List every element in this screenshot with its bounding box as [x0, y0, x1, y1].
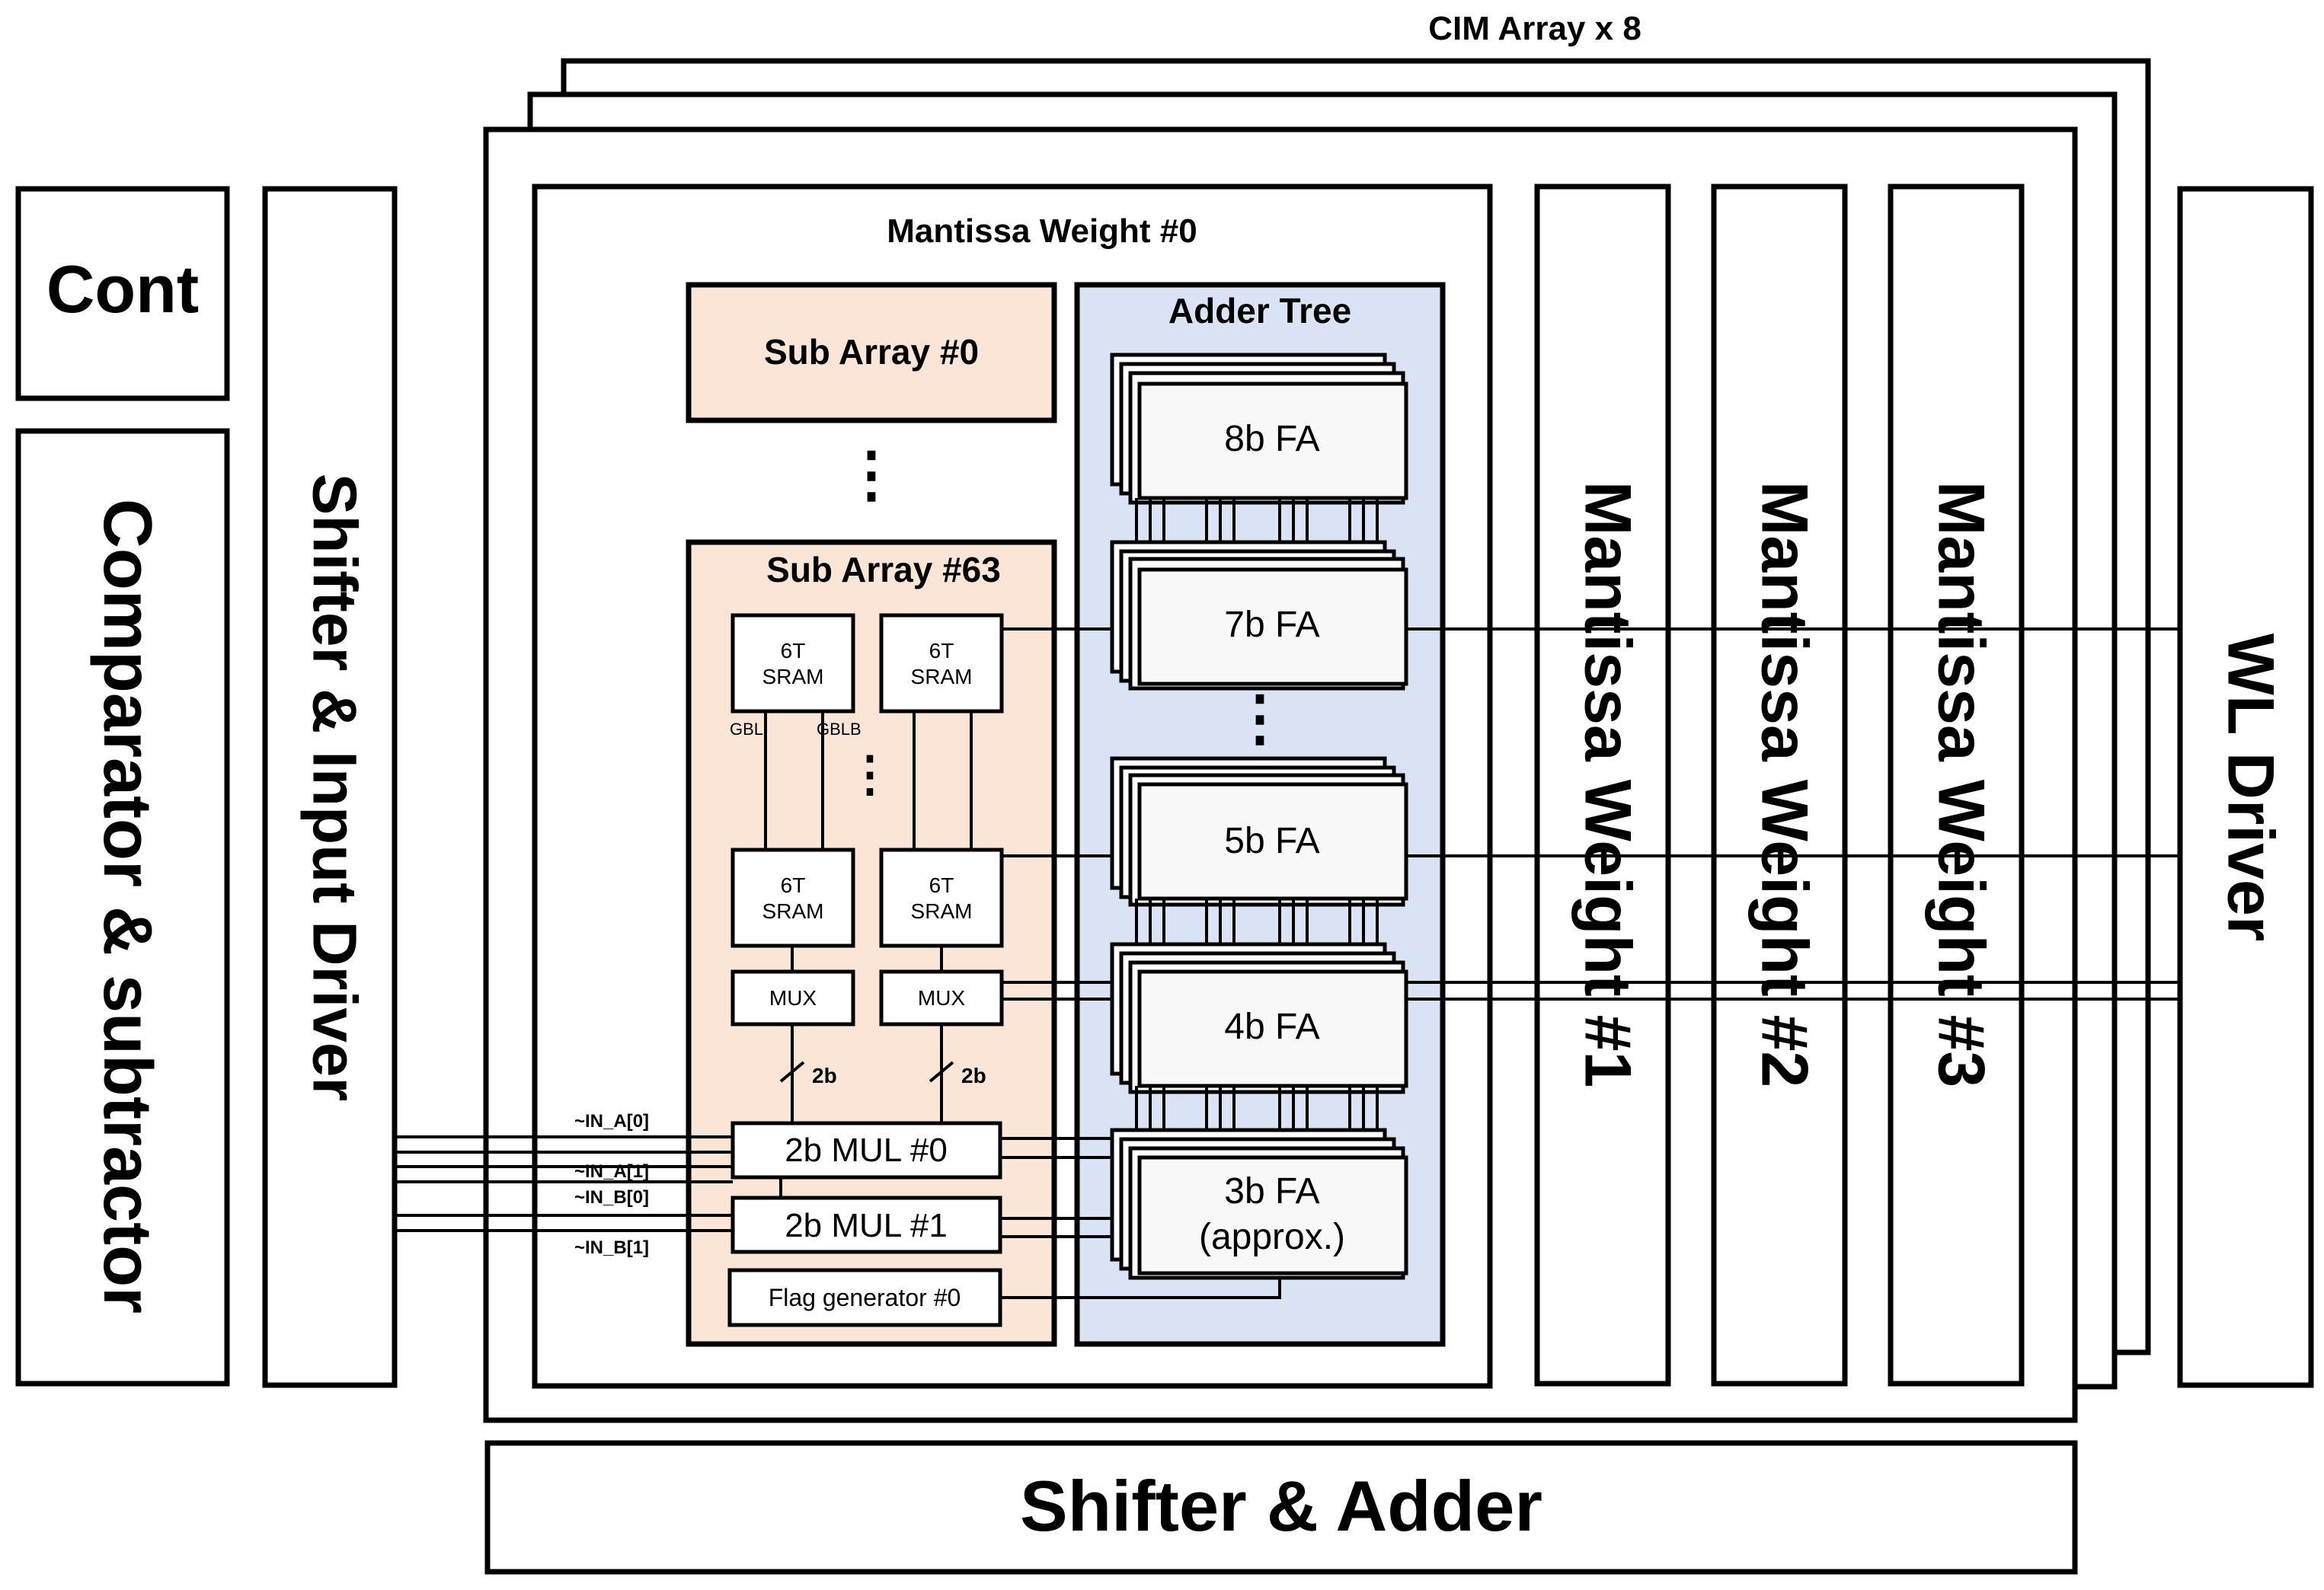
shifter-adder-label: Shifter & Adder [1020, 1466, 1542, 1546]
bus-2b-left: 2b [812, 1064, 837, 1087]
sram-label-line1: 6T [781, 639, 806, 662]
input-label-a1: ~IN_A[1] [574, 1161, 649, 1182]
fa-7b-block [1137, 567, 1408, 686]
fa-3b-label: 3b FA [1224, 1171, 1319, 1212]
sram-bottom-right [879, 848, 1004, 948]
sram-label-line1: 6T [929, 873, 954, 897]
adder-tree-label: Adder Tree [1168, 291, 1351, 330]
fa-8b-block [1137, 382, 1408, 500]
mux-right-label: MUX [918, 986, 966, 1010]
sram-bottom-left [730, 848, 855, 948]
fa-4b-label: 4b FA [1224, 1007, 1319, 1047]
mul-0-label: 2b MUL #0 [785, 1132, 948, 1169]
sram-top-right [879, 613, 1004, 714]
input-label-a0: ~IN_A[0] [574, 1111, 649, 1132]
cont-label: Cont [46, 251, 199, 327]
input-label-b1: ~IN_B[1] [574, 1237, 649, 1258]
mux-left [730, 969, 855, 1026]
sram-label-line1: 6T [929, 639, 954, 662]
shifter-input-driver-label: Shifter & Input Driver [299, 474, 369, 1102]
mantissa-weight-2-block [1711, 184, 1848, 1387]
comparator-label: Comparator & subtractor [89, 499, 165, 1314]
fa-3b-note: (approx.) [1199, 1217, 1345, 1257]
flag-generator-block [727, 1268, 1002, 1327]
fa-7b-label: 7b FA [1224, 605, 1319, 645]
mantissa-weight-0-block [532, 184, 1493, 1389]
mantissa-weight-3-block [1888, 184, 2025, 1387]
bus-2b-right: 2b [961, 1064, 986, 1087]
vertical-ellipsis-subarrays: ⋮ [841, 440, 902, 508]
mul-1-block [730, 1196, 1002, 1254]
mantissa-weight-3-label: Mantissa Weight #3 [1924, 481, 1997, 1088]
sram-label-line1: 6T [781, 873, 806, 897]
wl-driver-label: WL Driver [2214, 634, 2287, 942]
vertical-ellipsis-sram: ⋮ [846, 746, 894, 801]
sram-label-line2: SRAM [911, 665, 973, 688]
shifter-adder-block [484, 1440, 2078, 1575]
sub-array-0-block [686, 282, 1057, 423]
sub-array-0-label: Sub Array #0 [764, 332, 979, 372]
sub-array-63-label: Sub Array #63 [766, 550, 1001, 589]
sram-top-left [730, 613, 855, 714]
mantissa-weight-0-title: Mantissa Weight #0 [887, 212, 1197, 250]
flag-generator-label: Flag generator #0 [769, 1284, 961, 1311]
vertical-ellipsis-fa: ⋮ [1229, 684, 1290, 752]
shifter-input-driver-block [262, 186, 398, 1388]
cont-block [15, 186, 230, 401]
cim-array-label: CIM Array x 8 [1428, 10, 1642, 47]
comparator-block [15, 428, 230, 1387]
fa-5b-block [1137, 782, 1408, 901]
sram-label-line2: SRAM [762, 899, 824, 923]
mux-left-label: MUX [769, 986, 817, 1010]
mantissa-weight-1-label: Mantissa Weight #1 [1571, 481, 1644, 1088]
gbl-label: GBL [730, 720, 763, 739]
fa-4b-block [1137, 969, 1408, 1088]
sram-label-line2: SRAM [762, 665, 824, 688]
input-label-b0: ~IN_B[0] [574, 1187, 649, 1208]
mul-1-label: 2b MUL #1 [785, 1207, 948, 1244]
wl-driver-block [2177, 186, 2314, 1388]
mul-0-block [730, 1121, 1002, 1180]
gblb-label: GBLB [817, 720, 862, 739]
mantissa-weight-2-label: Mantissa Weight #2 [1747, 481, 1821, 1088]
sram-label-line2: SRAM [911, 899, 973, 923]
fa-8b-label: 8b FA [1224, 419, 1319, 459]
mantissa-weight-1-block [1534, 184, 1671, 1387]
fa-5b-label: 5b FA [1224, 821, 1319, 861]
fa-3b-block [1137, 1155, 1408, 1276]
